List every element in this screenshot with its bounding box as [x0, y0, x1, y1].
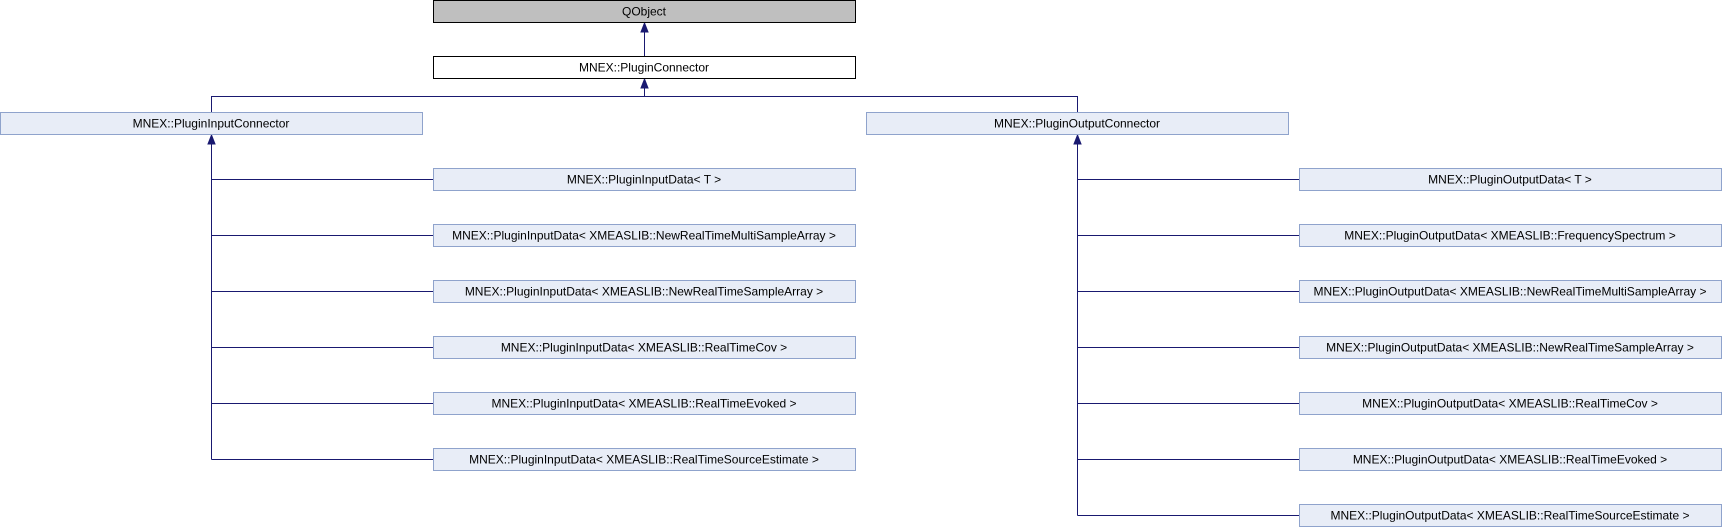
class-node-plugin-connector[interactable]: MNEX::PluginConnector — [433, 56, 856, 79]
class-label: MNEX::PluginInputData< XMEASLIB::RealTim… — [491, 397, 796, 411]
class-label: MNEX::PluginOutputData< XMEASLIB::NewRea… — [1326, 341, 1694, 355]
class-node-plugin-input-connector[interactable]: MNEX::PluginInputConnector — [0, 112, 423, 135]
class-node-in-t[interactable]: MNEX::PluginInputData< T > — [433, 168, 856, 191]
class-node-out-multisample[interactable]: MNEX::PluginOutputData< XMEASLIB::NewRea… — [1299, 280, 1722, 303]
class-label: MNEX::PluginOutputData< XMEASLIB::Freque… — [1344, 229, 1676, 243]
class-node-out-sample[interactable]: MNEX::PluginOutputData< XMEASLIB::NewRea… — [1299, 336, 1722, 359]
class-label: MNEX::PluginOutputData< T > — [1428, 173, 1592, 187]
class-box — [433, 280, 856, 303]
class-box — [433, 0, 856, 23]
class-box — [433, 336, 856, 359]
class-box — [0, 112, 423, 135]
class-box — [866, 112, 1289, 135]
class-node-in-multisample[interactable]: MNEX::PluginInputData< XMEASLIB::NewReal… — [433, 224, 856, 247]
edge-connectors-bus — [211, 96, 1078, 112]
class-label: QObject — [622, 5, 667, 19]
class-label: MNEX::PluginInputData< XMEASLIB::NewReal… — [452, 229, 836, 243]
class-label: MNEX::PluginOutputData< XMEASLIB::RealTi… — [1330, 509, 1689, 523]
class-node-out-cov[interactable]: MNEX::PluginOutputData< XMEASLIB::RealTi… — [1299, 392, 1722, 415]
class-label: MNEX::PluginInputConnector — [133, 117, 290, 131]
class-box — [433, 56, 856, 79]
class-node-in-cov[interactable]: MNEX::PluginInputData< XMEASLIB::RealTim… — [433, 336, 856, 359]
class-label: MNEX::PluginOutputData< XMEASLIB::NewRea… — [1313, 285, 1706, 299]
edges-layer — [207, 21, 1299, 516]
arrowhead-plugininputconnector — [207, 133, 216, 145]
class-label: MNEX::PluginInputData< T > — [567, 173, 721, 187]
class-box — [433, 392, 856, 415]
arrowhead-pluginoutputconnector — [1073, 133, 1082, 145]
class-node-qobject[interactable]: QObject — [433, 0, 856, 23]
class-box — [433, 448, 856, 471]
class-box — [433, 168, 856, 191]
class-node-out-source[interactable]: MNEX::PluginOutputData< XMEASLIB::RealTi… — [1299, 504, 1722, 527]
class-node-in-sample[interactable]: MNEX::PluginInputData< XMEASLIB::NewReal… — [433, 280, 856, 303]
class-node-plugin-output-connector[interactable]: MNEX::PluginOutputConnector — [866, 112, 1289, 135]
class-label: MNEX::PluginOutputConnector — [994, 117, 1160, 131]
class-label: MNEX::PluginOutputData< XMEASLIB::RealTi… — [1353, 453, 1667, 467]
class-node-in-evoked[interactable]: MNEX::PluginInputData< XMEASLIB::RealTim… — [433, 392, 856, 415]
class-box — [433, 224, 856, 247]
class-label: MNEX::PluginInputData< XMEASLIB::RealTim… — [501, 341, 787, 355]
class-node-in-source[interactable]: MNEX::PluginInputData< XMEASLIB::RealTim… — [433, 448, 856, 471]
class-label: MNEX::PluginOutputData< XMEASLIB::RealTi… — [1362, 397, 1658, 411]
class-label: MNEX::PluginConnector — [579, 61, 709, 75]
class-node-out-frequency[interactable]: MNEX::PluginOutputData< XMEASLIB::Freque… — [1299, 224, 1722, 247]
arrowhead-pluginconnector — [640, 77, 649, 89]
class-label: MNEX::PluginInputData< XMEASLIB::NewReal… — [465, 285, 823, 299]
class-node-out-evoked[interactable]: MNEX::PluginOutputData< XMEASLIB::RealTi… — [1299, 448, 1722, 471]
class-node-out-t[interactable]: MNEX::PluginOutputData< T > — [1299, 168, 1722, 191]
arrowhead-qobject — [640, 21, 649, 33]
class-label: MNEX::PluginInputData< XMEASLIB::RealTim… — [469, 453, 819, 467]
